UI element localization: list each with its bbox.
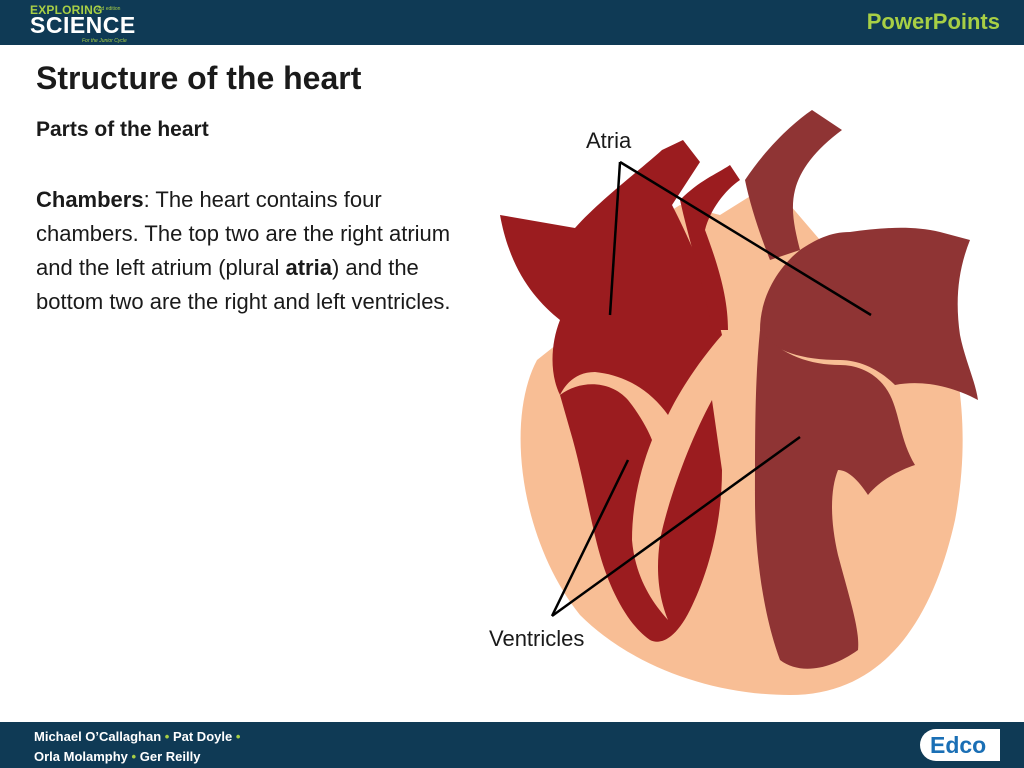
authors-line-2: Orla Molamphy • Ger Reilly [34,747,240,767]
body-bold-word: atria [285,255,332,280]
separator-dot-1: • [164,729,170,744]
author-4: Ger Reilly [139,749,201,764]
atria-leader-line-2 [619,160,872,317]
right-ventricle [560,384,722,642]
ventricles-leader-line-1 [550,459,630,617]
author-1: Michael O’Callaghan [34,729,162,744]
powerpoints-label: PowerPoints [866,9,1000,34]
footer-bar: Michael O’Callaghan • Pat Doyle • Orla M… [0,722,1024,768]
authors-line-1: Michael O’Callaghan • Pat Doyle • [34,727,240,747]
logo-edition-text: 2nd edition [96,6,121,12]
slide-subtitle: Parts of the heart [36,118,209,141]
right-atrium [500,140,722,415]
aorta [745,110,842,260]
logo-exploring-text: EXPLORING [30,3,103,17]
label-atria: Atria [586,128,632,153]
edco-logo: Edco [920,729,1000,761]
author-3: Orla Molamphy [34,749,128,764]
exploring-science-logo: EXPLORING 2nd edition SCIENCE For the Ju… [30,3,140,45]
slide-title: Structure of the heart [36,60,362,96]
authors-list: Michael O’Callaghan • Pat Doyle • Orla M… [34,727,240,767]
body-term: Chambers [36,187,144,212]
left-ventricle [755,330,915,669]
separator-dot-3: • [131,749,137,764]
body-part-1: : The heart contains four chambers. The … [36,187,451,280]
ventricles-leader-line-2 [551,435,801,618]
label-ventricles: Ventricles [489,626,585,651]
author-2: Pat Doyle [172,729,233,744]
header-bar: EXPLORING 2nd edition SCIENCE For the Ju… [0,0,1024,45]
logo-science-text: SCIENCE [30,12,136,38]
atria-leader-line-1 [608,161,622,316]
pulmonary-trunk [680,165,740,330]
body-part-2: ) and the bottom two are the right and l… [36,255,451,314]
body-paragraph: Chambers: The heart contains four chambe… [36,183,456,319]
separator-dot-2: • [235,729,241,744]
logo-tagline-text: For the Junior Cycle [82,38,127,44]
edco-logo-text: Edco [930,732,987,758]
